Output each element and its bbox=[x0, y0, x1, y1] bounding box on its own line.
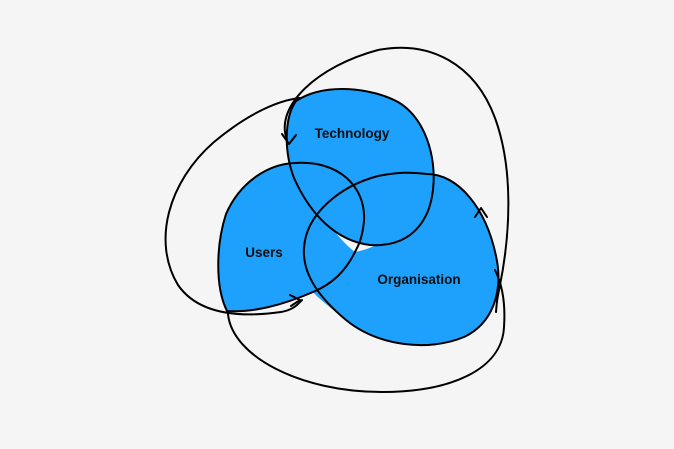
organisation-label: Organisation bbox=[377, 272, 460, 287]
users-outer-loop bbox=[164, 97, 303, 316]
arrow-technology-icon bbox=[281, 133, 297, 145]
users-label: Users bbox=[245, 245, 283, 260]
organisation-inner-loop bbox=[302, 171, 500, 347]
technology-inner-loop bbox=[285, 87, 435, 247]
users-lobe bbox=[218, 163, 355, 312]
organisation-outer-loop bbox=[227, 269, 506, 393]
users-inner-loop bbox=[217, 161, 366, 313]
arrow-organisation-icon bbox=[474, 207, 488, 218]
arrow-users-icon bbox=[289, 294, 301, 307]
technology-label: Technology bbox=[315, 126, 390, 141]
organisation-lobe bbox=[313, 174, 499, 346]
